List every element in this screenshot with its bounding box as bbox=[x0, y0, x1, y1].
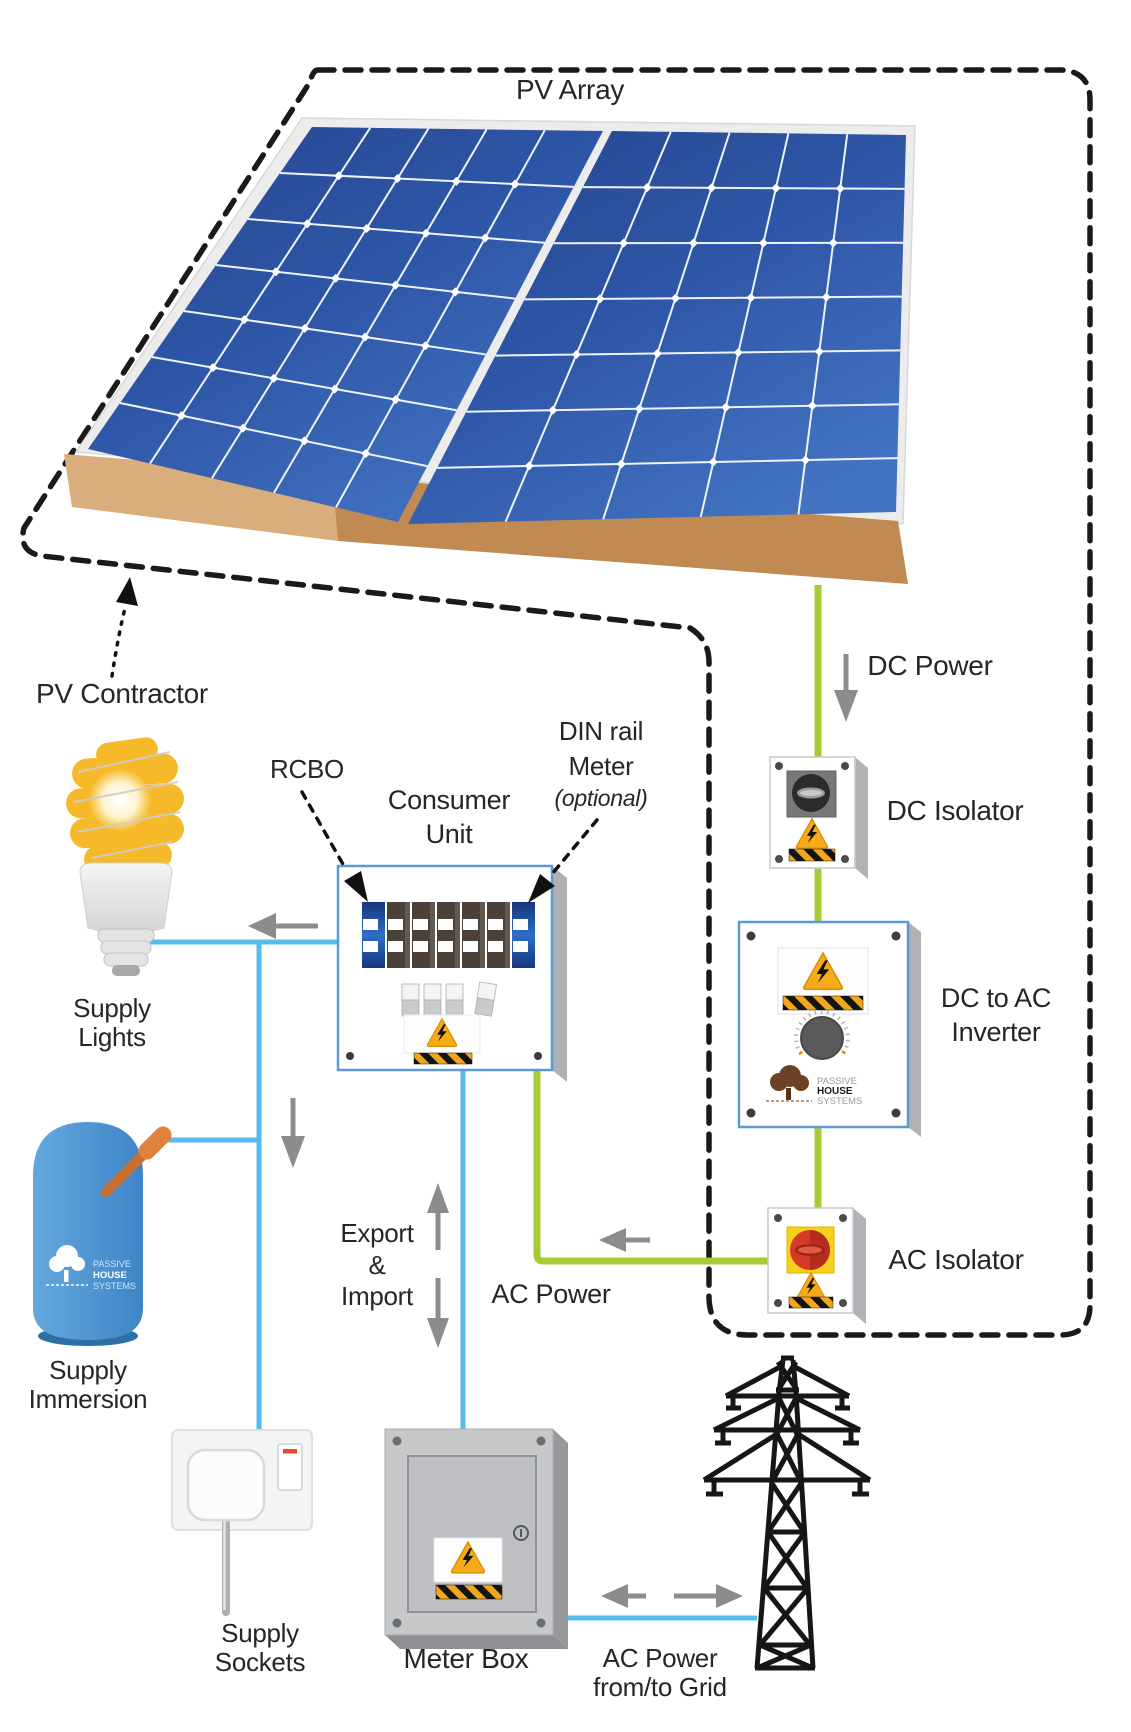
din-breakers-icon bbox=[362, 902, 535, 968]
label-export-import: Export & Import bbox=[340, 1218, 414, 1312]
logo-text: PASSIVE bbox=[817, 1076, 857, 1087]
ac-isolator-icon bbox=[767, 1207, 866, 1324]
meter-box-icon bbox=[384, 1428, 568, 1649]
label-dc-to-ac-inverter: DC to AC Inverter bbox=[940, 983, 1052, 1047]
label-ac-power-grid: AC Power from/to Grid bbox=[593, 1643, 727, 1703]
flow-arrow-down-supply bbox=[281, 1098, 305, 1168]
label-supply-sockets: Supply Sockets bbox=[214, 1618, 306, 1677]
label-din-rail-meter: DIN rail Meter bbox=[558, 716, 644, 781]
grid-pylon-icon bbox=[702, 1355, 872, 1671]
inverter-icon: PASSIVE HOUSE SYSTEMS bbox=[737, 920, 921, 1137]
flow-arrow-grid-right bbox=[674, 1584, 743, 1608]
label-supply-lights: Supply Lights bbox=[73, 993, 151, 1052]
rcbo-pointer bbox=[300, 790, 368, 902]
label-pv-array: PV Array bbox=[515, 74, 625, 105]
inverter-dial bbox=[800, 1016, 844, 1060]
logo-text: PASSIVE bbox=[93, 1259, 131, 1269]
pointer-arrows bbox=[110, 577, 599, 903]
label-rcbo: RCBO bbox=[270, 754, 344, 784]
label-consumer-unit: Consumer Unit bbox=[387, 785, 511, 849]
label-din-rail-meter-note: (optional) bbox=[554, 785, 648, 811]
logo-text: HOUSE bbox=[817, 1086, 853, 1097]
wall-socket-icon bbox=[171, 1429, 313, 1616]
label-meter-box: Meter Box bbox=[403, 1643, 529, 1674]
label-dc-power: DC Power bbox=[867, 650, 993, 681]
flow-arrows bbox=[248, 654, 858, 1608]
logo-text: HOUSE bbox=[93, 1270, 127, 1281]
pv-contractor-boundary bbox=[20, 67, 1093, 1338]
meter-lock bbox=[513, 1525, 529, 1541]
flow-arrow-grid-left bbox=[601, 1584, 646, 1608]
immersion-tank-icon: PASSIVE HOUSE SYSTEMS bbox=[33, 1122, 172, 1346]
flow-arrow-ac-power bbox=[599, 1228, 650, 1252]
toggle-switches bbox=[401, 981, 498, 1017]
label-supply-immersion: Supply Immersion bbox=[28, 1355, 148, 1414]
ac-wire bbox=[533, 1070, 768, 1265]
label-ac-isolator: AC Isolator bbox=[888, 1244, 1024, 1275]
phs-logo-inverter: PASSIVE HOUSE SYSTEMS bbox=[766, 1065, 862, 1107]
logo-text: SYSTEMS bbox=[817, 1096, 862, 1107]
flow-arrow-to-lights bbox=[248, 913, 318, 939]
solar-panel-right bbox=[408, 131, 906, 524]
socket-plug bbox=[186, 1448, 266, 1522]
label-ac-power: AC Power bbox=[491, 1279, 611, 1309]
pv-array-icon bbox=[64, 117, 916, 584]
dc-isolator-icon bbox=[769, 756, 868, 879]
label-pv-contractor: PV Contractor bbox=[36, 678, 208, 709]
logo-text: SYSTEMS bbox=[93, 1281, 136, 1291]
din-meter-pointer bbox=[528, 818, 599, 903]
flow-arrow-export-up bbox=[427, 1183, 449, 1250]
consumer-unit-icon bbox=[336, 864, 567, 1082]
phs-logo-tank: PASSIVE HOUSE SYSTEMS bbox=[46, 1245, 136, 1291]
flow-arrow-dc-power bbox=[834, 654, 858, 722]
socket-switch bbox=[277, 1443, 303, 1491]
pv-contractor-pointer bbox=[110, 577, 138, 678]
label-dc-isolator: DC Isolator bbox=[886, 795, 1024, 826]
cfl-bulb-icon bbox=[64, 737, 184, 976]
flow-arrow-import-down bbox=[427, 1278, 449, 1348]
